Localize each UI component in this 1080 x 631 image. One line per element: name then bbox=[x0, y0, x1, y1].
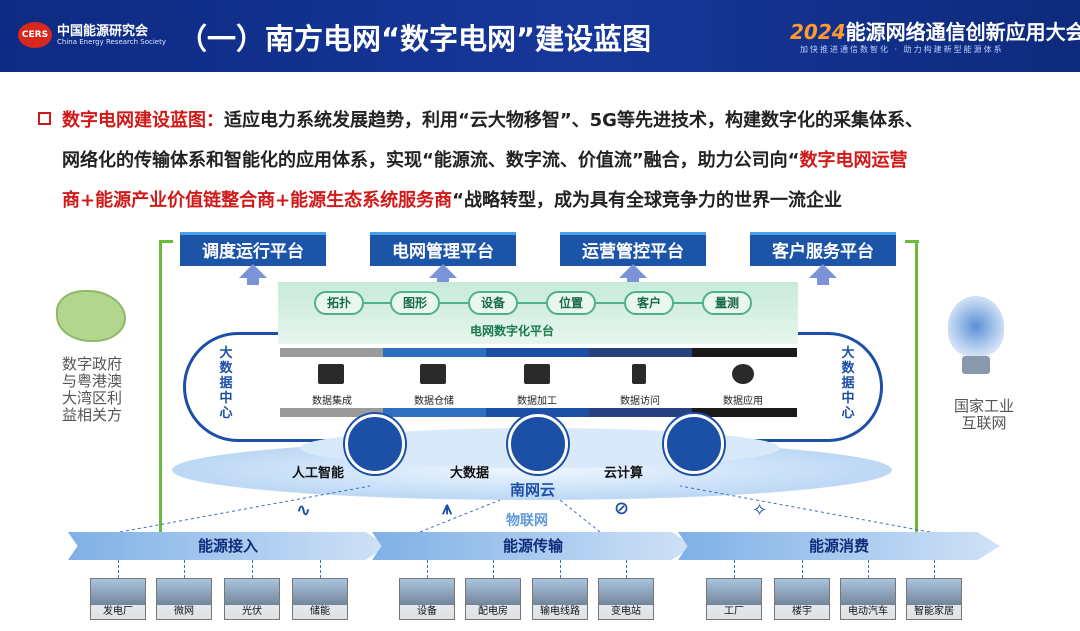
photo-factory: 工厂 bbox=[706, 578, 762, 620]
photo-smart-home: 智能家居 bbox=[906, 578, 962, 620]
photo-connector bbox=[802, 560, 803, 578]
photo-connector bbox=[184, 560, 185, 578]
photo-label: 发电厂 bbox=[91, 605, 145, 619]
photo-transmission-line: 输电线路 bbox=[532, 578, 588, 620]
photo-ev: 电动汽车 bbox=[840, 578, 896, 620]
photo-solar: 光伏 bbox=[224, 578, 280, 620]
photo-label: 输电线路 bbox=[533, 605, 587, 619]
photo-storage: 储能 bbox=[292, 578, 348, 620]
photo-connector bbox=[252, 560, 253, 578]
photo-power-plant: 发电厂 bbox=[90, 578, 146, 620]
photo-connector bbox=[427, 560, 428, 578]
photo-connector bbox=[320, 560, 321, 578]
stage-energy-consumption: 能源消费 bbox=[678, 532, 1000, 560]
photo-label: 楼宇 bbox=[775, 605, 829, 619]
stage-energy-access: 能源接入 bbox=[68, 532, 388, 560]
photo-connector bbox=[734, 560, 735, 578]
stage-energy-transmission: 能源传输 bbox=[372, 532, 694, 560]
photo-substation: 变电站 bbox=[598, 578, 654, 620]
photo-label: 设备 bbox=[400, 605, 454, 619]
photo-microgrid: 微网 bbox=[156, 578, 212, 620]
photo-label: 微网 bbox=[157, 605, 211, 619]
photo-equipment: 设备 bbox=[399, 578, 455, 620]
photo-connector bbox=[626, 560, 627, 578]
photo-label: 配电房 bbox=[466, 605, 520, 619]
photo-building: 楼宇 bbox=[774, 578, 830, 620]
photo-connector bbox=[868, 560, 869, 578]
photo-label: 工厂 bbox=[707, 605, 761, 619]
photo-connector bbox=[934, 560, 935, 578]
photo-connector bbox=[560, 560, 561, 578]
photo-label: 光伏 bbox=[225, 605, 279, 619]
photo-label: 变电站 bbox=[599, 605, 653, 619]
photo-label: 电动汽车 bbox=[841, 605, 895, 619]
photo-connector bbox=[493, 560, 494, 578]
photo-label: 储能 bbox=[293, 605, 347, 619]
photo-label: 智能家居 bbox=[907, 605, 961, 619]
photo-distribution-room: 配电房 bbox=[465, 578, 521, 620]
photo-connector bbox=[118, 560, 119, 578]
